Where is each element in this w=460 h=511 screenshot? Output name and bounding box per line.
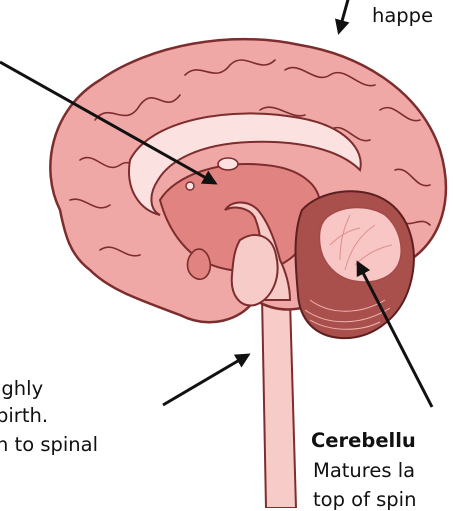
brainstem-label-line2: birth. xyxy=(0,404,48,427)
arrow-brainstem-pointer xyxy=(163,355,248,405)
cerebellum-title-text: Cerebellu xyxy=(311,429,416,452)
cerebellum-label-title: Cerebellu xyxy=(311,429,416,452)
arrow-top xyxy=(339,0,349,32)
spinal-cord xyxy=(262,296,296,508)
pituitary xyxy=(188,249,211,279)
brainstem-label-line3: n to spinal xyxy=(0,433,98,456)
cerebellum-label-line1: Matures la xyxy=(313,459,415,482)
top-label: happe xyxy=(372,4,433,27)
brainstem-label-line1: ighly xyxy=(0,377,43,400)
small-nucleus xyxy=(186,182,194,190)
thalamus-spot xyxy=(218,158,238,170)
